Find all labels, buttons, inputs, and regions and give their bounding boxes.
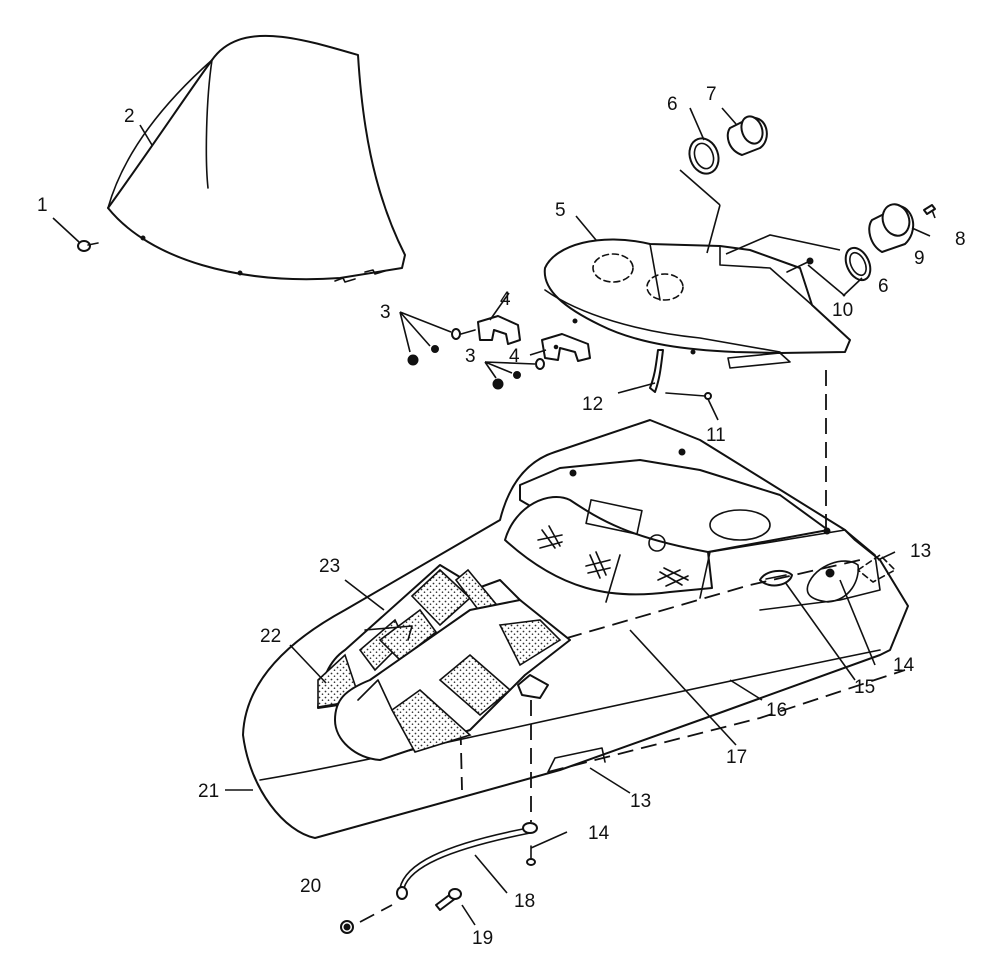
gauge-upper <box>726 115 768 156</box>
callout-8: 8 <box>955 229 966 250</box>
tether-screw <box>526 845 536 866</box>
console-cable-12 <box>649 349 664 393</box>
callout-15: 15 <box>854 677 875 698</box>
tether-bolt <box>435 888 462 911</box>
hood <box>242 419 909 839</box>
callout-14-upper: 14 <box>893 655 915 676</box>
console-panel <box>543 238 851 369</box>
windshield-screw <box>77 240 99 252</box>
gauge-lower <box>868 203 915 253</box>
callout-numbers: 1 2 3 3 4 4 5 6 6 7 8 9 10 11 12 13 13 1… <box>37 84 966 949</box>
callout-17: 17 <box>726 747 747 768</box>
callout-2: 2 <box>124 106 135 127</box>
callout-23: 23 <box>319 556 340 577</box>
gauge-bezel-upper <box>688 137 720 175</box>
callout-4-lower: 4 <box>509 346 520 367</box>
mounting-bracket-lower <box>541 333 591 362</box>
hood-tether-cable <box>396 822 538 900</box>
mounting-bracket-upper <box>477 315 521 345</box>
tether-nut <box>340 904 393 934</box>
callout-11: 11 <box>706 425 726 446</box>
callout-1: 1 <box>37 195 48 216</box>
callout-5: 5 <box>555 200 566 221</box>
console-pin-11 <box>665 392 712 400</box>
hardware-set-lower <box>492 358 545 390</box>
callout-7: 7 <box>706 84 717 105</box>
callout-4-upper: 4 <box>500 289 511 310</box>
callout-22: 22 <box>260 626 281 647</box>
callout-10: 10 <box>832 300 853 321</box>
callout-18: 18 <box>514 891 535 912</box>
windshield <box>107 34 406 283</box>
callout-13-lower: 13 <box>630 791 651 812</box>
callout-3-upper: 3 <box>380 302 391 323</box>
callout-20: 20 <box>300 876 321 897</box>
gauge-bezel-lower <box>844 246 872 282</box>
callout-19: 19 <box>472 928 493 949</box>
callout-16: 16 <box>766 700 787 721</box>
callout-6-lower: 6 <box>878 276 889 297</box>
callout-9: 9 <box>914 248 925 269</box>
gauge-bulb <box>923 204 936 215</box>
callout-3-lower: 3 <box>465 346 476 367</box>
hardware-set-upper <box>407 328 476 366</box>
callout-12: 12 <box>582 394 603 415</box>
callout-6-upper: 6 <box>667 94 678 115</box>
callout-14-lower: 14 <box>588 823 610 844</box>
leader-lines <box>52 107 936 926</box>
callout-13-upper: 13 <box>910 541 931 562</box>
callout-21: 21 <box>198 781 219 802</box>
hood-vents <box>317 564 571 761</box>
console-screw-10 <box>786 257 814 273</box>
